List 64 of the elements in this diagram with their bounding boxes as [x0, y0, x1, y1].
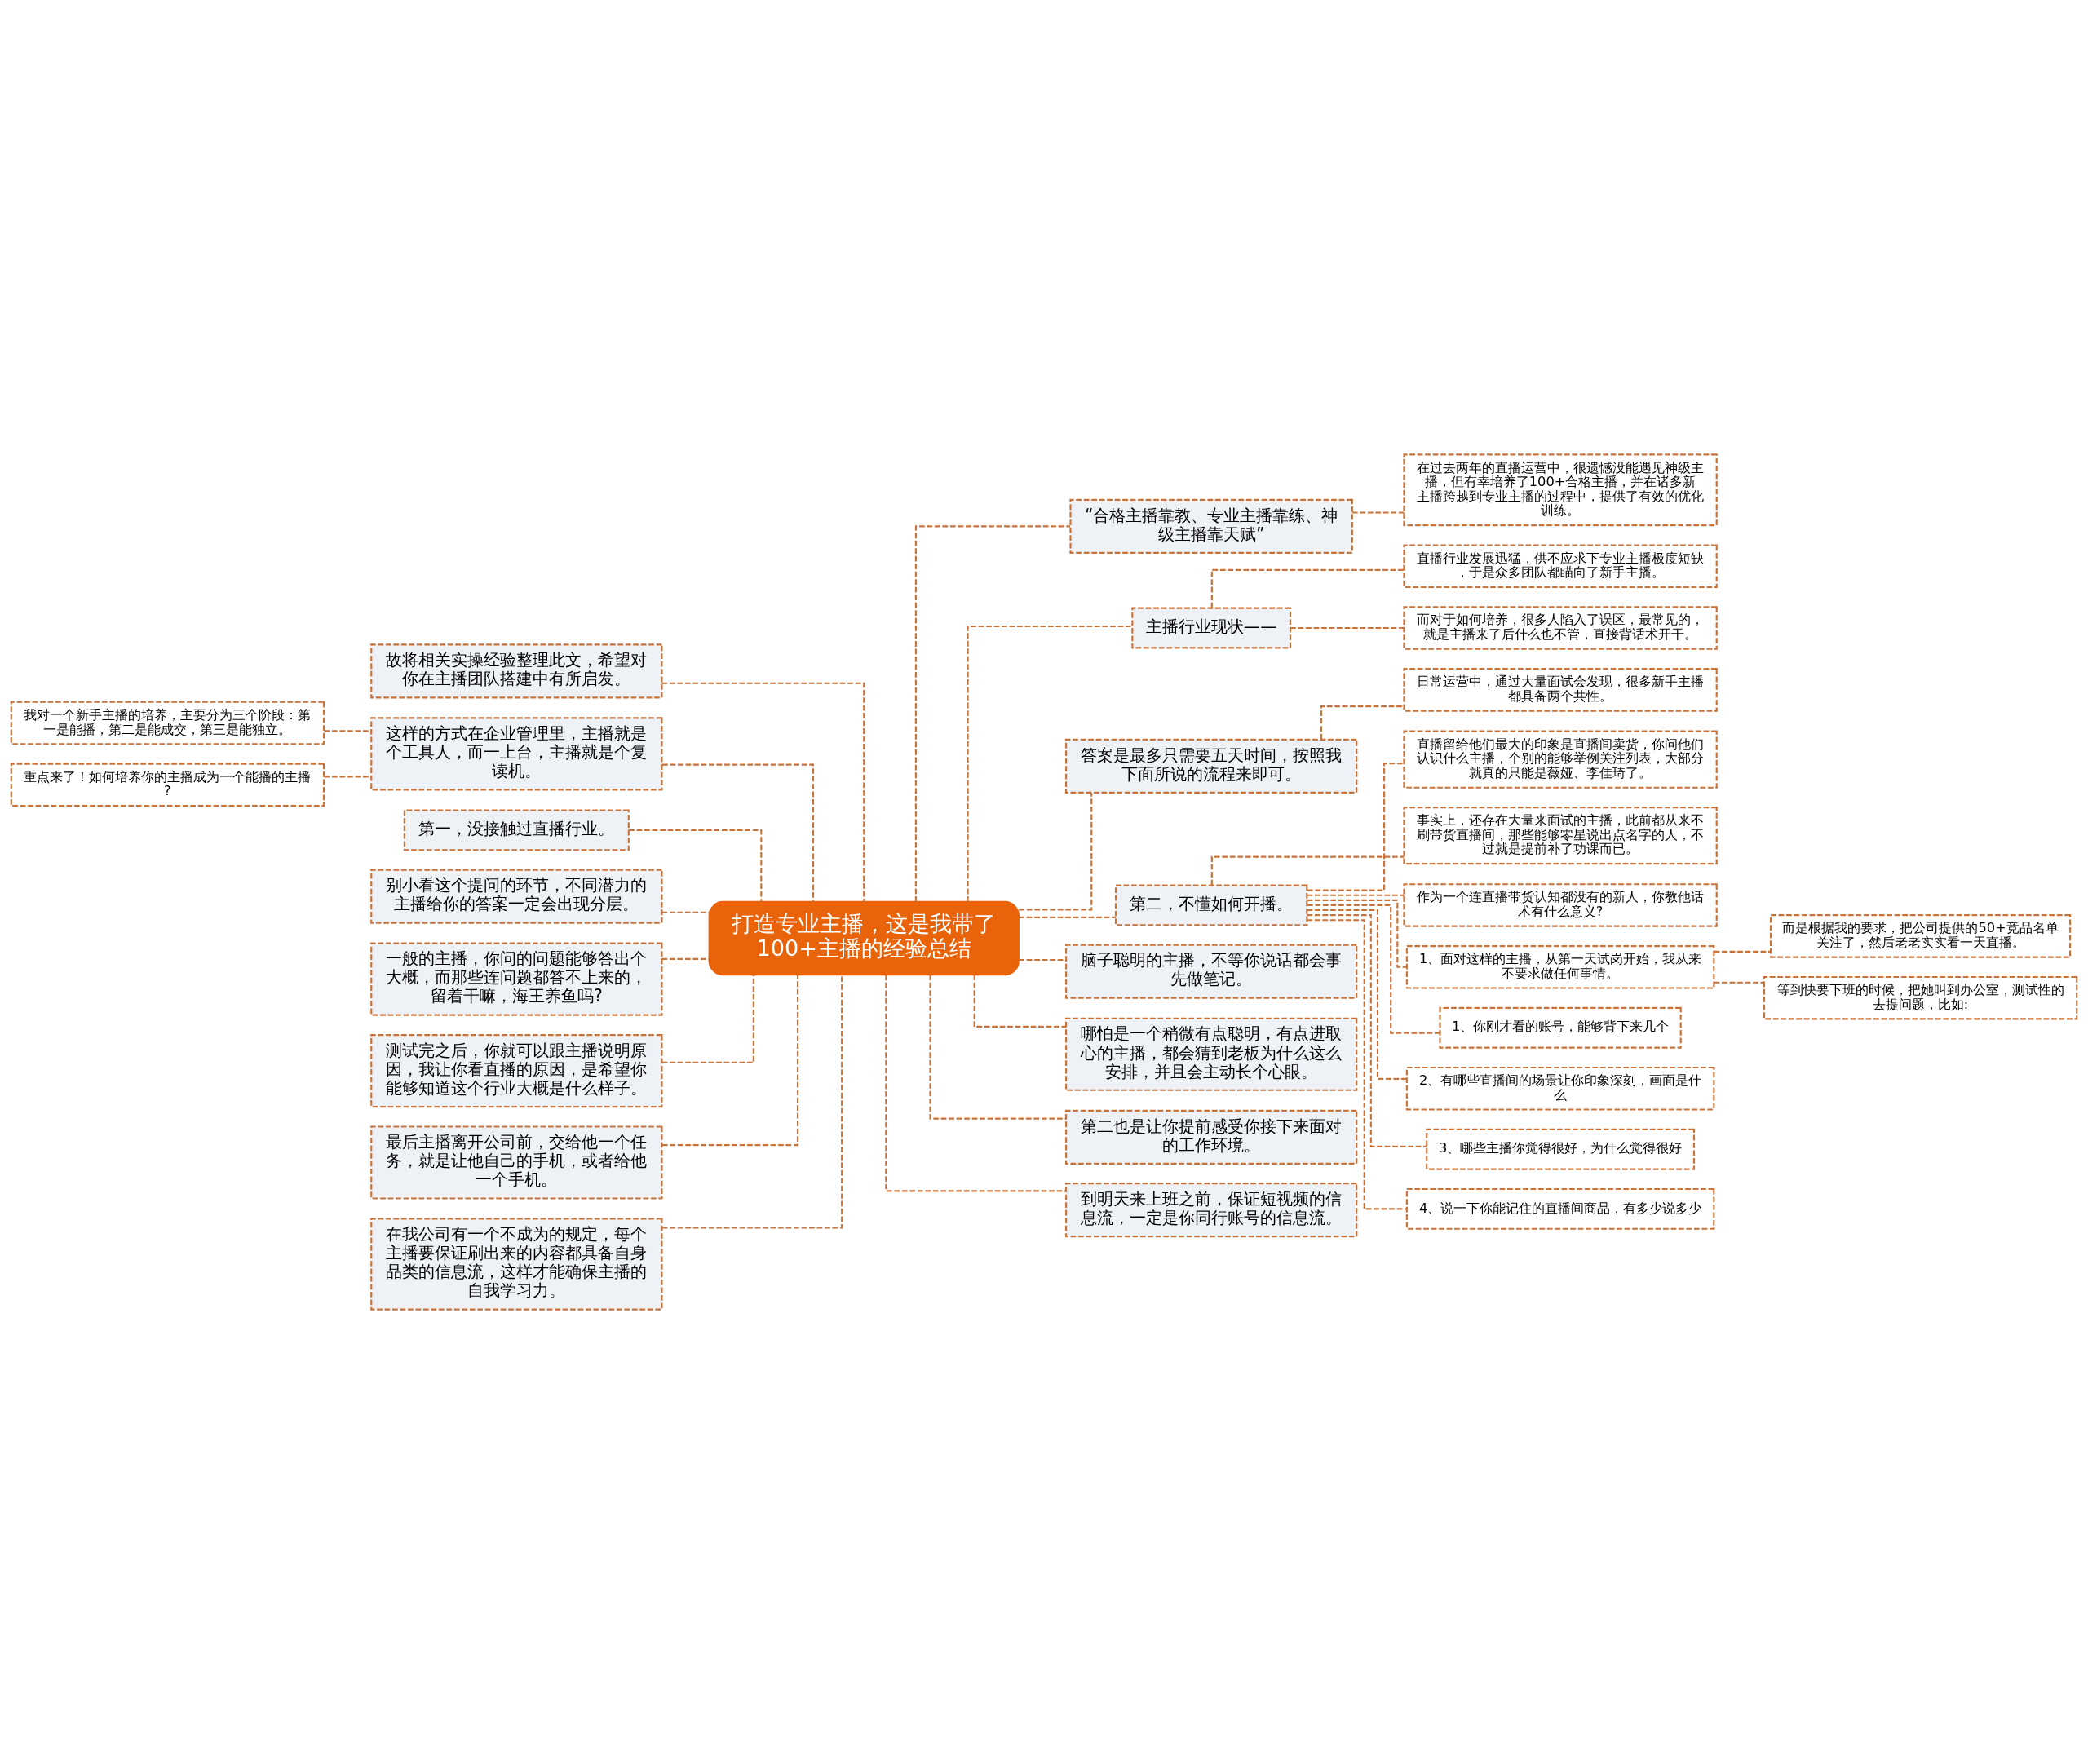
connector	[629, 829, 763, 902]
node-box: 哪怕是一个稍微有点聪明，有点进取心的主播，都会猜到老板为什么这么安排，并且会主动长个心眼。	[1065, 1017, 1358, 1091]
connector	[1210, 855, 1405, 886]
node-box: 等到快要下班的时候，把她叫到办公室，测试性的去提问题，比如:	[1763, 975, 2078, 1020]
node-box: 答案是最多只需要五天时间，按照我下面所说的流程来即可。	[1065, 738, 1358, 794]
connector	[885, 975, 1066, 1192]
connector	[661, 682, 865, 902]
connector	[661, 911, 710, 913]
node-box: 第二，不懂如何开播。	[1114, 884, 1308, 926]
node-box: 别小看这个提问的环节，不同潜力的主播给你的答案一定会出现分层。	[370, 869, 663, 924]
node-box: 重点来了！如何培养你的主播成为一个能播的主播?	[10, 763, 325, 807]
node-box: 而是根据我的要求，把公司提供的50+竞品名单关注了，然后老老实实看一天直播。	[1770, 914, 2072, 958]
node-box: 4、说一下你能记住的直播间商品，有多少说多少	[1405, 1187, 1715, 1230]
node-box: 直播留给他们最大的印象是直播间卖货，你问他们认识什么主播，个别的能够举例关注列表，大部分就真的只能是薇娅、李佳琦了。	[1403, 730, 1718, 789]
node-box: 我对一个新手主播的培养，主要分为三个阶段：第一是能播，第二是能成交，第三是能独立。	[10, 701, 325, 745]
connector	[967, 625, 1133, 902]
connector	[1290, 626, 1405, 630]
connector	[1019, 916, 1116, 918]
node-box: 3、哪些主播你觉得很好，为什么觉得很好	[1426, 1128, 1696, 1170]
connector	[1307, 909, 1407, 1080]
node-box: 第一，没接触过直播行业。	[403, 809, 630, 851]
node-box: 故将相关实操经验整理此文，希望对你在主播团队搭建中有所启发。	[370, 643, 663, 699]
connector	[661, 975, 799, 1147]
node-box: 日常运营中，通过大量面试会发现，很多新手主播都具备两个共性。	[1403, 668, 1718, 712]
connector	[1307, 894, 1405, 896]
node-box: 测试完之后，你就可以跟主播说明原因，我让你看直播的原因，是希望你能够知道这个行业大概是什么样子。	[370, 1033, 663, 1108]
node-box: 2、有哪些直播间的场景让你印象深刻，画面是什么	[1405, 1066, 1715, 1111]
connector	[1320, 705, 1405, 740]
node-box: 主播行业现状——	[1131, 607, 1292, 649]
node-box: 这样的方式在企业管理里，主播就是个工具人，而一上台，主播就是个复读机。	[370, 717, 663, 791]
connector	[324, 730, 371, 732]
node-box: 在我公司有一个不成为的规定，每个主播要保证刷出来的内容都具备自身品类的信息流，这样才能确保主播的自我学习力。	[370, 1218, 663, 1311]
connector	[1307, 914, 1427, 1147]
connector	[661, 975, 843, 1229]
node-box: 打造专业主播，这是我带了100+主播的经验总结	[708, 900, 1020, 976]
node-box: 而对于如何培养，很多人陷入了误区，最常见的，就是主播来了后什么也不管，直接背话术开干。	[1403, 606, 1718, 650]
node-box: “合格主播靠教、专业主播靠练、神级主播靠天赋”	[1069, 498, 1353, 555]
node-box: 一般的主播，你问的问题能够答出个大概，而那些连问题都答不上来的，留着干嘛，海王养鱼吗?	[370, 942, 663, 1016]
node-box: 脑子聪明的主播，不等你说话都会事先做笔记。	[1065, 944, 1358, 999]
node-box: 直播行业发展迅猛，供不应求下专业主播极度短缺，于是众多团队都瞄向了新手主播。	[1403, 544, 1718, 588]
node-box: 事实上，还存在大量来面试的主播，此前都从来不刷带货直播间，那些能够零星说出点名字的人，不过就是提前补了功课而已。	[1403, 807, 1718, 865]
connector	[1307, 904, 1440, 1034]
connector	[1210, 568, 1405, 608]
connector	[1307, 899, 1407, 968]
node-box: 在过去两年的直播运营中，很遗憾没能遇见神级主播，但有幸培养了100+合格主播，并在诸多新主播跨越到专业主播的过程中，提供了有效的优化训练。	[1403, 453, 1718, 527]
node-box: 1、你刚才看的账号，能够背下来几个	[1439, 1006, 1682, 1049]
connector	[1307, 919, 1407, 1210]
connector	[661, 975, 754, 1063]
connector	[914, 525, 1070, 902]
connector	[661, 957, 710, 961]
node-box: 1、面对这样的主播，从第一天试岗开始，我从来不要求做任何事情。	[1405, 944, 1715, 989]
connector	[1019, 958, 1066, 962]
connector	[929, 975, 1066, 1120]
connector	[1019, 793, 1093, 911]
connector	[1714, 981, 1764, 984]
connector	[661, 763, 815, 902]
connector	[1714, 950, 1771, 953]
connector	[1352, 511, 1405, 514]
connector	[324, 776, 371, 778]
connector	[973, 975, 1066, 1028]
node-box: 最后主播离开公司前，交给他一个任务，就是让他自己的手机，或者给他一个手机。	[370, 1125, 663, 1200]
node-box: 作为一个连直播带货认知都没有的新人，你教他话术有什么意义?	[1403, 883, 1718, 927]
node-box: 第二也是让你提前感受你接下来面对的工作环境。	[1065, 1109, 1358, 1165]
node-box: 到明天来上班之前，保证短视频的信息流，一定是你同行账号的信息流。	[1065, 1183, 1358, 1238]
